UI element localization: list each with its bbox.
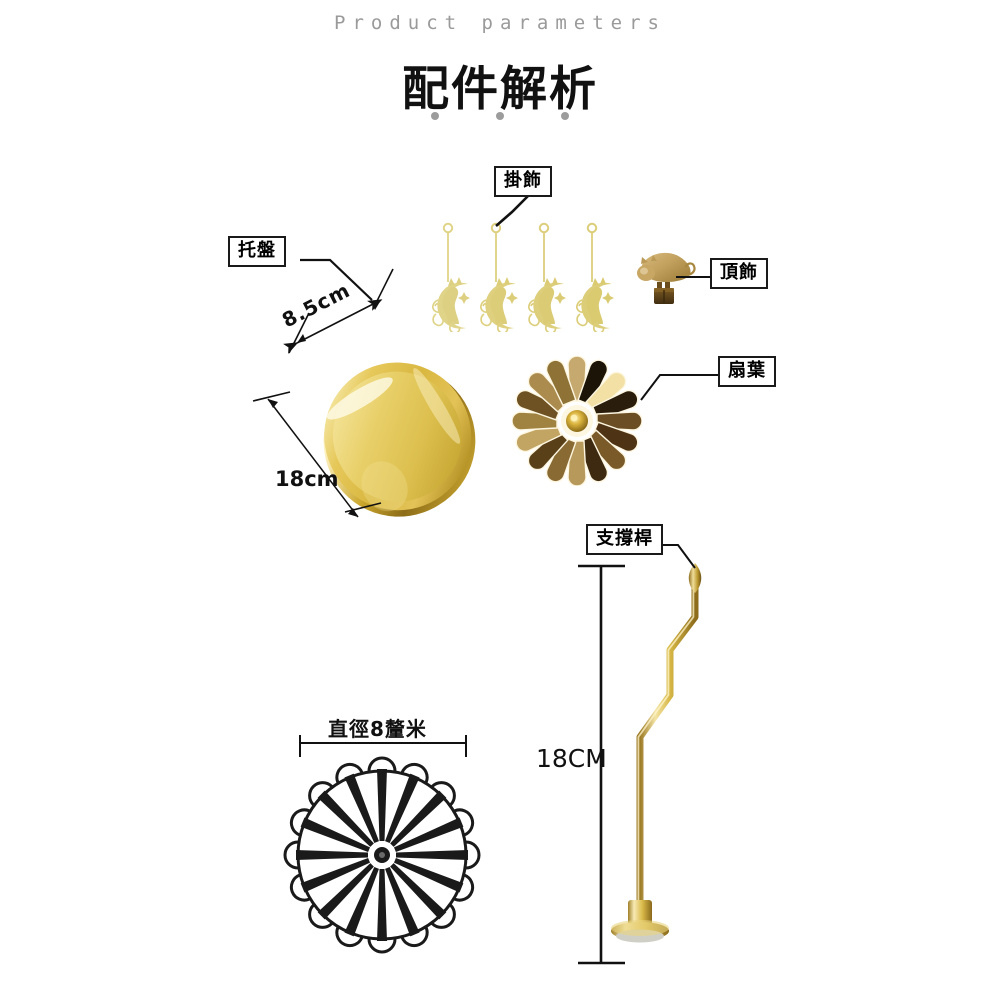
eyebrow-text: Product parameters bbox=[334, 12, 666, 34]
callout-support-rod[interactable]: 支撐桿 bbox=[586, 524, 663, 555]
callout-top-ornament[interactable]: 頂飾 bbox=[710, 258, 768, 289]
page-title: 配件解析 bbox=[402, 62, 598, 117]
fan-blade-image bbox=[511, 355, 643, 487]
title-dots bbox=[0, 112, 1000, 120]
hanging-ornament bbox=[478, 222, 530, 334]
fan-blade-line-drawing bbox=[282, 755, 482, 955]
hanging-ornament bbox=[526, 222, 578, 334]
callout-hanging-ornaments[interactable]: 掛飾 bbox=[494, 166, 552, 197]
tray-image bbox=[300, 352, 500, 532]
hanging-ornament bbox=[574, 222, 626, 334]
tray-length-label: 18cm bbox=[275, 467, 339, 491]
fan-diameter-label: 直徑8釐米 bbox=[328, 717, 427, 741]
title-dot bbox=[561, 112, 569, 120]
title-dot bbox=[496, 112, 504, 120]
tray-width-label: 8.5cm bbox=[278, 277, 355, 333]
callout-fan-blade[interactable]: 扇葉 bbox=[718, 356, 776, 387]
support-rod-image bbox=[598, 555, 728, 975]
callout-tray[interactable]: 托盤 bbox=[228, 236, 286, 267]
hanging-ornament bbox=[430, 222, 482, 334]
title-dot bbox=[431, 112, 439, 120]
rod-height-label: 18CM bbox=[536, 744, 607, 773]
top-ornament-image bbox=[632, 243, 708, 313]
fan-blade-leader-line bbox=[640, 374, 718, 401]
